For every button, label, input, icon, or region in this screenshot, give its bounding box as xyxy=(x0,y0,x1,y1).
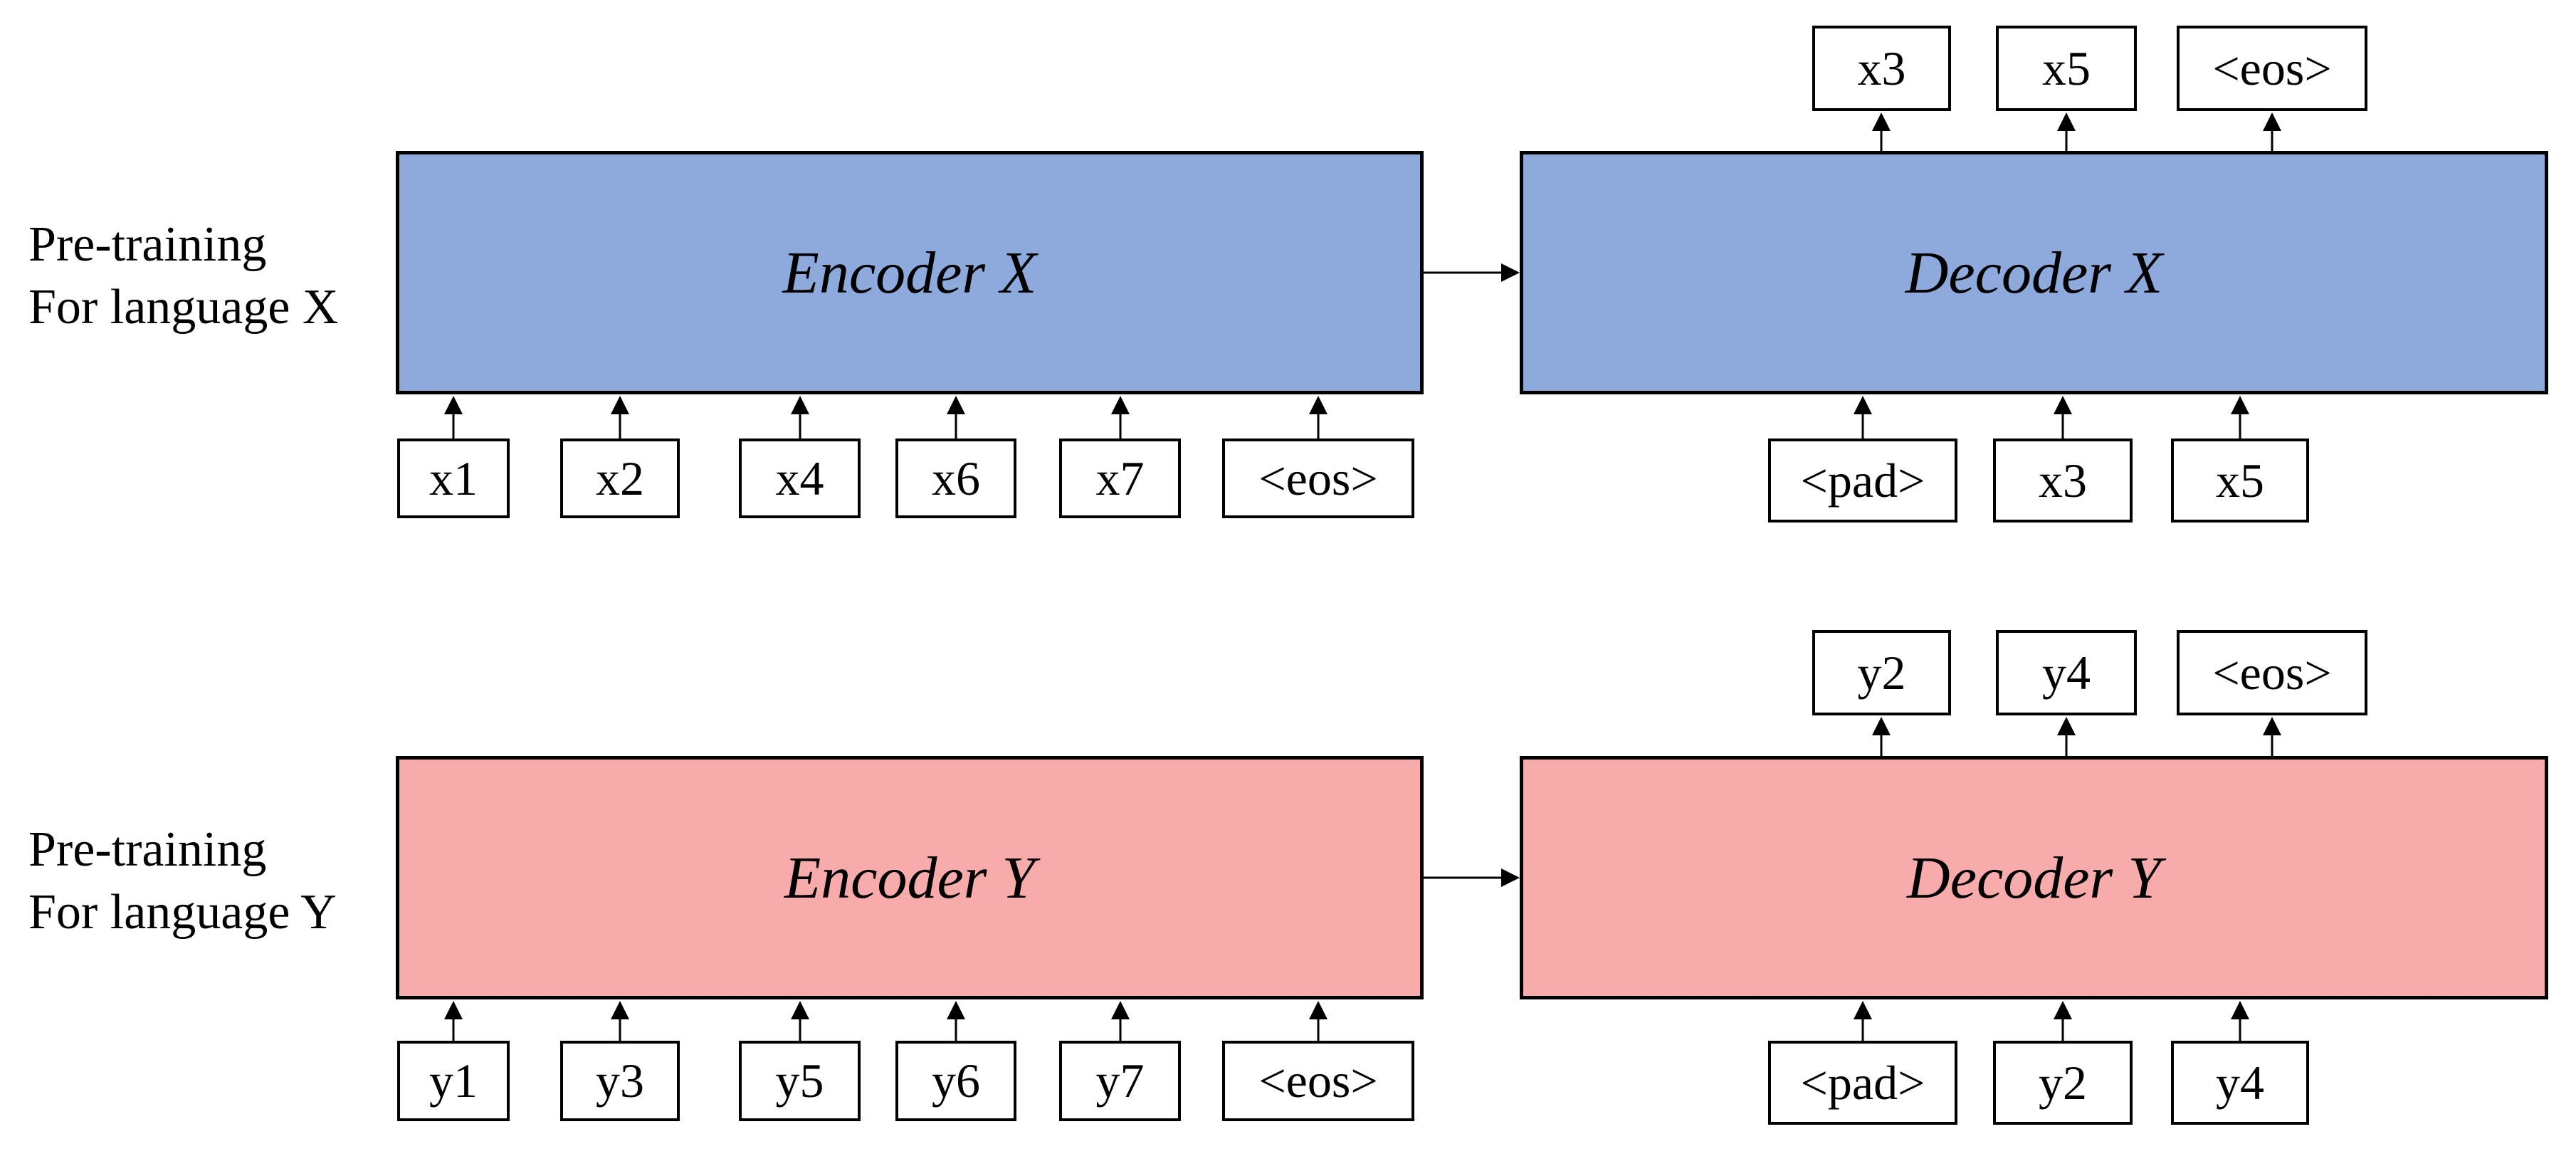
row-label-line2: For language Y xyxy=(28,885,337,940)
arrow-right-icon xyxy=(1424,263,1520,282)
token-label: x4 xyxy=(775,451,824,505)
token-label: x3 xyxy=(2039,453,2087,508)
arrow-up-icon xyxy=(791,1001,809,1041)
decoder-x-title: Decoder X xyxy=(1905,239,2163,306)
decoder-input-token: x5 xyxy=(2171,439,2309,523)
row-label-line2: For language X xyxy=(28,280,339,335)
encoder-input-token: <eos> xyxy=(1222,439,1414,518)
arrow-right-icon xyxy=(1424,868,1520,887)
row-label-language-x: Pre-training For language X xyxy=(28,214,338,339)
decoder-input-token: <pad> xyxy=(1768,1041,1957,1125)
token-label: <eos> xyxy=(1258,451,1378,505)
token-label: x7 xyxy=(1095,451,1145,505)
arrow-up-icon xyxy=(947,1001,965,1041)
arrow-up-icon xyxy=(611,396,629,439)
encoder-input-token: y7 xyxy=(1059,1041,1181,1121)
arrow-up-icon xyxy=(2231,1001,2249,1041)
arrow-up-icon xyxy=(444,1001,463,1041)
decoder-output-token: <eos> xyxy=(2177,26,2367,111)
decoder-input-token: y4 xyxy=(2171,1041,2309,1125)
arrow-up-icon xyxy=(1872,717,1891,756)
token-label: x5 xyxy=(2216,453,2264,508)
row-label-line1: Pre-training xyxy=(28,822,267,877)
decoder-y-title: Decoder Y xyxy=(1907,844,2161,911)
token-label: x6 xyxy=(932,451,980,505)
encoder-x-box: Encoder X xyxy=(396,151,1424,394)
encoder-input-token: x4 xyxy=(739,439,861,518)
arrow-up-icon xyxy=(2231,396,2249,439)
token-label: <eos> xyxy=(2212,645,2332,700)
arrow-up-icon xyxy=(2054,396,2072,439)
token-label: y4 xyxy=(2042,645,2091,700)
arrow-up-icon xyxy=(1309,1001,1328,1041)
token-label: <pad> xyxy=(1800,1055,1925,1110)
decoder-output-token: y4 xyxy=(1996,630,2137,715)
encoder-input-token: y5 xyxy=(739,1041,861,1121)
token-label: y4 xyxy=(2216,1055,2264,1110)
arrow-up-icon xyxy=(2054,1001,2072,1041)
encoder-input-token: y6 xyxy=(895,1041,1016,1121)
arrow-up-icon xyxy=(444,396,463,439)
decoder-output-token: x3 xyxy=(1812,26,1951,111)
encoder-input-token: y3 xyxy=(560,1041,680,1121)
arrow-up-icon xyxy=(2057,717,2076,756)
row-label-language-y: Pre-training For language Y xyxy=(28,819,337,944)
encoder-input-token: <eos> xyxy=(1222,1041,1414,1121)
token-label: <eos> xyxy=(2212,41,2332,95)
arrow-up-icon xyxy=(791,396,809,439)
token-label: y3 xyxy=(596,1054,644,1108)
token-label: x3 xyxy=(1857,41,1906,95)
token-label: x5 xyxy=(2042,41,2091,95)
arrow-up-icon xyxy=(2263,112,2281,151)
arrow-up-icon xyxy=(2057,112,2076,151)
decoder-x-box: Decoder X xyxy=(1520,151,2548,394)
encoder-input-token: x1 xyxy=(397,439,510,518)
decoder-y-box: Decoder Y xyxy=(1520,756,2548,999)
encoder-y-box: Encoder Y xyxy=(396,756,1424,999)
token-label: y7 xyxy=(1095,1054,1145,1108)
token-label: <pad> xyxy=(1800,453,1925,508)
encoder-input-token: x6 xyxy=(895,439,1016,518)
decoder-output-token: y2 xyxy=(1812,630,1951,715)
arrow-up-icon xyxy=(1872,112,1891,151)
arrow-up-icon xyxy=(611,1001,629,1041)
decoder-input-token: y2 xyxy=(1993,1041,2133,1125)
encoder-input-token: x7 xyxy=(1059,439,1181,518)
decoder-input-token: <pad> xyxy=(1768,439,1957,523)
row-label-line1: Pre-training xyxy=(28,217,267,272)
token-label: x2 xyxy=(596,451,644,505)
arrow-up-icon xyxy=(2263,717,2281,756)
token-label: y2 xyxy=(2039,1055,2087,1110)
token-label: y6 xyxy=(932,1054,980,1108)
token-label: y1 xyxy=(429,1054,478,1108)
decoder-output-token: <eos> xyxy=(2177,630,2367,715)
arrow-up-icon xyxy=(1111,1001,1130,1041)
encoder-x-title: Encoder X xyxy=(782,239,1037,306)
encoder-input-token: y1 xyxy=(397,1041,510,1121)
decoder-output-token: x5 xyxy=(1996,26,2137,111)
encoder-input-token: x2 xyxy=(560,439,680,518)
encoder-y-title: Encoder Y xyxy=(784,844,1036,911)
arrow-up-icon xyxy=(947,396,965,439)
token-label: y2 xyxy=(1857,645,1906,700)
arrow-up-icon xyxy=(1111,396,1130,439)
token-label: <eos> xyxy=(1258,1054,1378,1108)
arrow-up-icon xyxy=(1854,396,1872,439)
token-label: y5 xyxy=(775,1054,824,1108)
token-label: x1 xyxy=(429,451,478,505)
decoder-input-token: x3 xyxy=(1993,439,2133,523)
arrow-up-icon xyxy=(1854,1001,1872,1041)
arrow-up-icon xyxy=(1309,396,1328,439)
